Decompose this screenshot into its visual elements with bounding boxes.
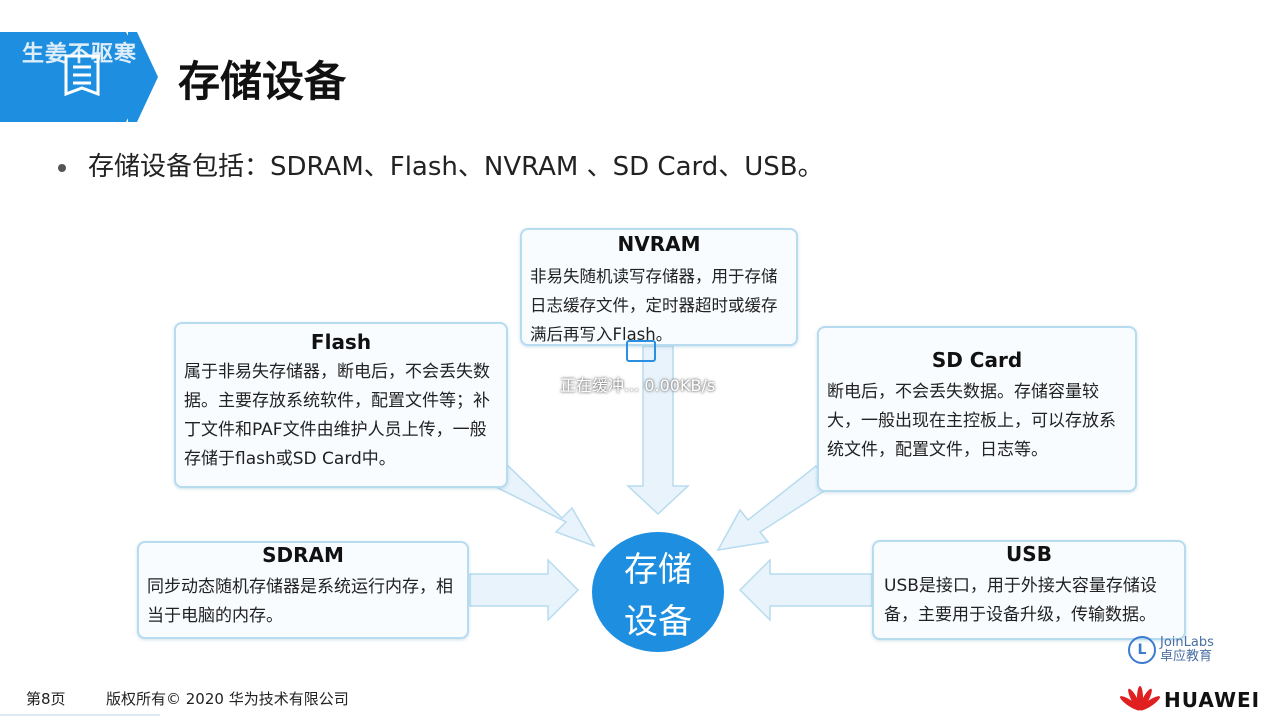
watermark: 生姜不驱寒 xyxy=(22,42,138,67)
arrow-icon xyxy=(480,458,596,548)
arrow-icon xyxy=(469,558,580,622)
center-line-1: 存储 xyxy=(624,550,692,590)
document-icon xyxy=(64,54,100,97)
page-number: 第8页 xyxy=(26,690,66,708)
flash-body: 属于非易失存储器，断电后，不会丢失数据。主要存放系统软件，配置文件等；补丁文件和… xyxy=(184,362,490,469)
flash-box: Flash 属于非易失存储器，断电后，不会丢失数据。主要存放系统软件，配置文件等… xyxy=(174,322,508,488)
center-circle: 存储 设备 xyxy=(592,532,724,652)
arrow-icon xyxy=(626,345,690,516)
copyright: 版权所有© 2020 华为技术有限公司 xyxy=(106,690,349,708)
center-line-2: 设备 xyxy=(624,602,692,642)
sdram-box: SDRAM 同步动态随机存储器是系统运行内存，相当于电脑的内存。 xyxy=(137,541,469,639)
sdram-body: 同步动态随机存储器是系统运行内存，相当于电脑的内存。 xyxy=(147,577,453,626)
sdcard-body: 断电后，不会丢失数据。存储容量较大，一般出现在主控板上，可以存放系统文件，配置文… xyxy=(827,382,1116,460)
footer-divider xyxy=(0,714,160,716)
usb-body: USB是接口，用于外接大容量存储设备，主要用于设备升级，传输数据。 xyxy=(884,576,1157,625)
bullet-item: 存储设备包括：SDRAM、Flash、NVRAM 、SD Card、USB。 xyxy=(58,146,824,183)
bullet-dot xyxy=(58,163,66,172)
sdram-title: SDRAM xyxy=(262,543,344,567)
buffer-indicator-icon xyxy=(626,340,656,362)
usb-box: USB USB是接口，用于外接大容量存储设备，主要用于设备升级，传输数据。 xyxy=(872,540,1186,640)
arrow-icon xyxy=(738,558,873,622)
bullet-text: 存储设备包括：SDRAM、Flash、NVRAM 、SD Card、USB。 xyxy=(88,152,824,182)
joinlabs-en: JoinLabs xyxy=(1160,635,1214,650)
sdcard-title: SD Card xyxy=(931,348,1023,372)
usb-title: USB xyxy=(1006,542,1052,566)
title-tab xyxy=(0,32,150,122)
buffering-status: 正在缓冲... 0.00KB/s xyxy=(560,376,716,395)
flash-title: Flash xyxy=(310,330,372,354)
joinlabs-logo-icon: L xyxy=(1128,636,1156,664)
huawei-brand: HUAWEI xyxy=(1164,688,1261,712)
nvram-box: NVRAM 非易失随机读写存储器，用于存储日志缓存文件，定时器超时或缓存满后再写… xyxy=(520,228,798,346)
nvram-title: NVRAM xyxy=(617,232,701,256)
page-title: 存储设备 xyxy=(178,57,347,106)
sdcard-box: SD Card 断电后，不会丢失数据。存储容量较大，一般出现在主控板上，可以存放… xyxy=(817,326,1137,492)
nvram-body: 非易失随机读写存储器，用于存储日志缓存文件，定时器超时或缓存满后再写入Flash… xyxy=(530,267,778,344)
arrow-icon xyxy=(716,464,834,551)
joinlabs-cn: 卓应教育 xyxy=(1160,649,1213,664)
huawei-logo-icon xyxy=(1120,686,1160,711)
